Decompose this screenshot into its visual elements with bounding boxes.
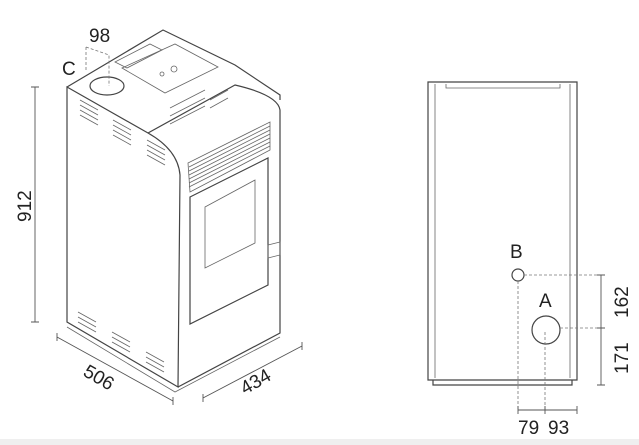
top-knob [170,65,178,73]
outlet-a [531,315,561,345]
vertical-dimension [597,274,605,386]
outlet-b-label: B [510,242,523,263]
a-to-base-label: 171 [612,342,633,374]
height-dimension [31,86,39,323]
rear-outline [427,81,578,381]
stove-side [66,85,181,389]
stove-front [147,84,281,388]
stove-iso-view: C 98 912 506 434 [15,26,303,405]
flue-offset-label: 98 [89,26,110,47]
flue-outlet-c [89,76,125,96]
outlet-b [511,268,525,282]
b-offset-label: 79 [518,418,539,439]
outlet-a-label: A [539,291,552,312]
width-label: 434 [237,365,275,399]
door-handle [267,241,281,259]
width-dimension [202,342,303,402]
a-offset-label: 93 [548,418,569,439]
side-vents [77,89,229,373]
grille [187,121,271,193]
top-slot [114,43,163,69]
door [189,157,269,325]
top-knob [159,71,165,77]
bottom-band [0,439,639,445]
height-label: 912 [15,190,36,222]
depth-dimension [56,333,174,405]
b-to-a-label: 162 [612,286,633,318]
door-glass [204,179,256,269]
depth-label: 506 [80,361,118,395]
stove-top [66,29,281,100]
horizontal-dimension [517,406,578,414]
stove-rear-view: B A 162 171 79 93 [427,81,633,439]
flue-label: C [62,59,76,80]
